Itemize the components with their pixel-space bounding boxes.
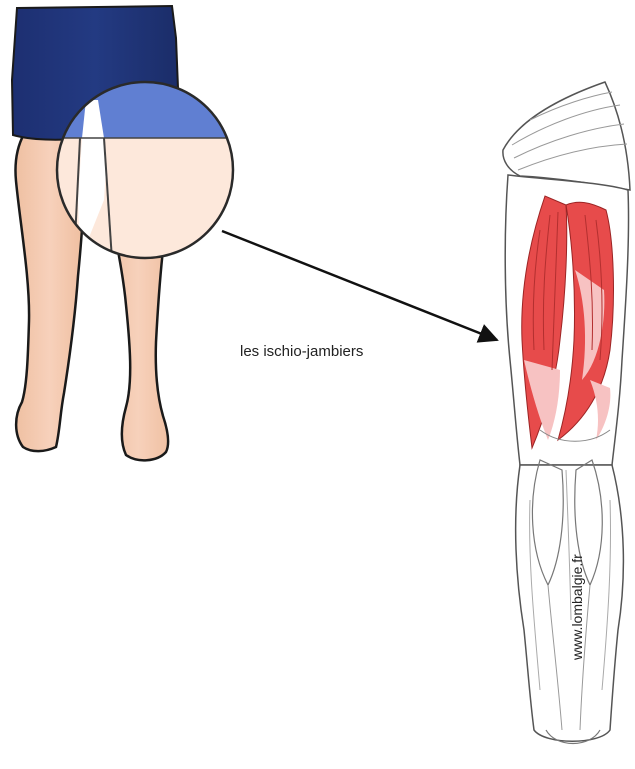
arrow-right-down-icon [222,231,497,340]
magnifier-circle-icon [57,82,233,258]
gluteal-region [503,82,630,190]
muscle-label: les ischio-jambiers [240,343,363,360]
person-legs-illustration [12,6,260,460]
anatomy-illustration [503,82,630,744]
watermark-text: www.lombalgie.fr [569,500,587,660]
